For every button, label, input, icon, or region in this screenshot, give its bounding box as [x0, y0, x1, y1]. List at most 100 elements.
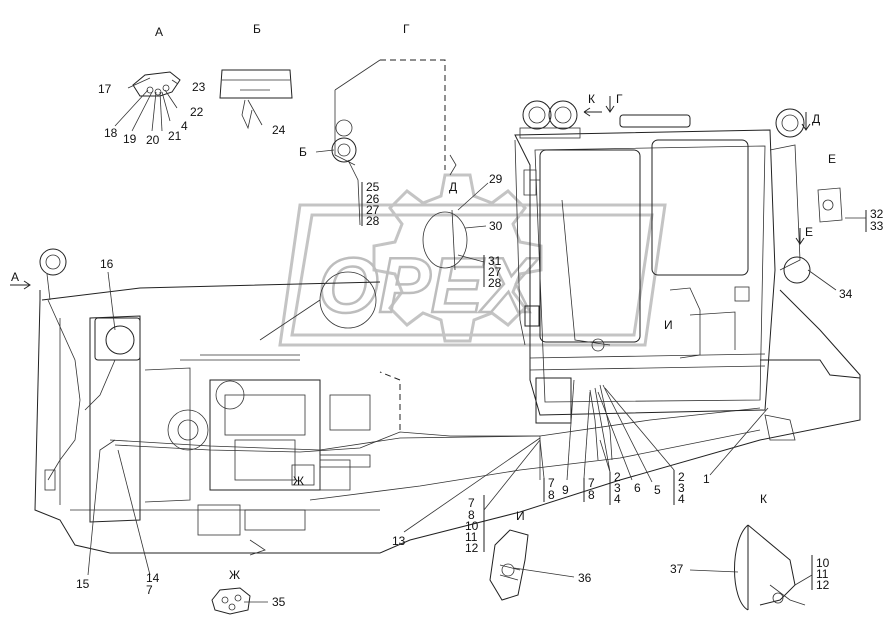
callout-18: 18: [104, 126, 118, 140]
callout-10-b: 10: [816, 556, 830, 570]
callout-36: 36: [578, 571, 592, 585]
detail-a: [132, 71, 181, 97]
hood-inner-line: [59, 318, 380, 511]
view-label-a: А: [155, 25, 163, 39]
callout-4-b: 4: [614, 492, 621, 506]
view-label-e-arrow: Е: [805, 225, 813, 239]
callout-28-b: 28: [488, 276, 502, 290]
cab: [514, 100, 843, 461]
front-harness: [47, 299, 81, 481]
callout-32: 32: [870, 207, 884, 221]
callout-23: 23: [192, 80, 206, 94]
callout-9: 9: [562, 483, 569, 497]
view-label-e: Е: [828, 152, 836, 166]
cab-harness-2: [523, 169, 540, 196]
view-label-b-inline: Б: [299, 145, 307, 159]
view-label-i-inline: И: [664, 318, 673, 332]
roof-headlights: [519, 100, 581, 139]
callout-8-c: 8: [588, 488, 595, 502]
callout-20: 20: [146, 133, 160, 147]
arrow-g: [605, 96, 615, 113]
horn-unit: [94, 317, 141, 361]
watermark-frame-outer: [278, 203, 667, 347]
view-label-g-arrow: Г: [616, 92, 623, 106]
watermark-gear: [372, 173, 543, 343]
starter-relay: [319, 454, 371, 468]
callout-11-b: 11: [816, 567, 829, 581]
rear-roof-headlight: [775, 108, 805, 138]
detail-zh: [211, 587, 251, 615]
callout-12-b: 12: [816, 578, 830, 592]
watermark-frame-inner: [290, 213, 654, 337]
view-label-k: К: [760, 492, 767, 506]
callout-33: 33: [870, 219, 884, 233]
hood-outline: [34, 289, 861, 554]
detail-b: [219, 69, 293, 130]
radiator: [89, 315, 141, 523]
wiper: [561, 199, 611, 346]
callout-12-a: 12: [465, 541, 479, 555]
view-g-inset: [331, 59, 457, 226]
callout-30: 30: [489, 219, 503, 233]
cab-door-window: [539, 149, 641, 343]
horn: [105, 325, 135, 355]
cab-side-window: [651, 139, 749, 276]
callout-14: 14: [146, 571, 160, 585]
roof-beacon: [619, 114, 691, 128]
view-label-zh-inline: Ж: [293, 474, 304, 488]
view-label-k-arrow: К: [588, 92, 595, 106]
callout-3-b: 3: [678, 481, 685, 495]
hood-top-line: [41, 281, 381, 301]
callout-25: 25: [366, 180, 380, 194]
leader-lines: [87, 77, 867, 603]
rear-work-light: [783, 256, 811, 284]
view-label-b: Б: [253, 22, 261, 36]
front-harness-2: [84, 359, 116, 411]
watermark-text: OPEX: [318, 241, 539, 329]
cab-outline: [514, 129, 776, 416]
cab-switch: [734, 286, 750, 302]
callout-1: 1: [703, 472, 710, 486]
callout-7-bottom: 7: [146, 583, 153, 597]
rear-pillar: [769, 144, 801, 271]
callout-7-a: 7: [548, 476, 555, 490]
view-label-a-arrow: А: [11, 270, 19, 284]
cab-floor: [529, 353, 766, 371]
callout-26: 26: [366, 192, 380, 206]
detail-zh-location: [291, 464, 315, 486]
callout-22: 22: [190, 105, 204, 119]
view-label-d-inline: Д: [449, 180, 457, 194]
callout-37: 37: [670, 562, 684, 576]
control-panel-detail: [689, 311, 736, 350]
control-panel: [669, 287, 701, 359]
callout-2-b: 2: [678, 470, 685, 484]
wire-bundle-6: [589, 384, 613, 461]
callout-21: 21: [168, 129, 182, 143]
callout-6: 6: [634, 481, 641, 495]
rear-bracket-lamp: [822, 199, 834, 211]
front-sensor: [44, 469, 56, 491]
tank-assembly: [259, 209, 468, 341]
detail-k: [734, 524, 806, 611]
callout-4-a: 4: [181, 119, 188, 133]
callout-4-c: 4: [678, 492, 685, 506]
view-label-g: Г: [403, 22, 410, 36]
callout-28-a: 28: [366, 214, 380, 228]
harness-main: [114, 431, 540, 453]
arrow-d: [801, 112, 811, 131]
callout-29: 29: [489, 172, 503, 186]
callout-15: 15: [76, 577, 90, 591]
callout-34: 34: [839, 287, 853, 301]
cab-harness: [514, 139, 526, 346]
radiator-tank: [144, 367, 191, 503]
engine-block: [167, 354, 371, 556]
engine-cover-dash: [379, 371, 401, 430]
callout-numbers: 17 23 22 4 18 19 20 21 24 25 26 27 28 29…: [76, 80, 884, 609]
callout-31: 31: [488, 254, 502, 268]
detail-i: [489, 529, 529, 601]
callout-35: 35: [272, 595, 286, 609]
callout-16: 16: [100, 257, 114, 271]
callout-7-c: 7: [588, 476, 595, 490]
callout-10-a: 10: [465, 519, 479, 533]
